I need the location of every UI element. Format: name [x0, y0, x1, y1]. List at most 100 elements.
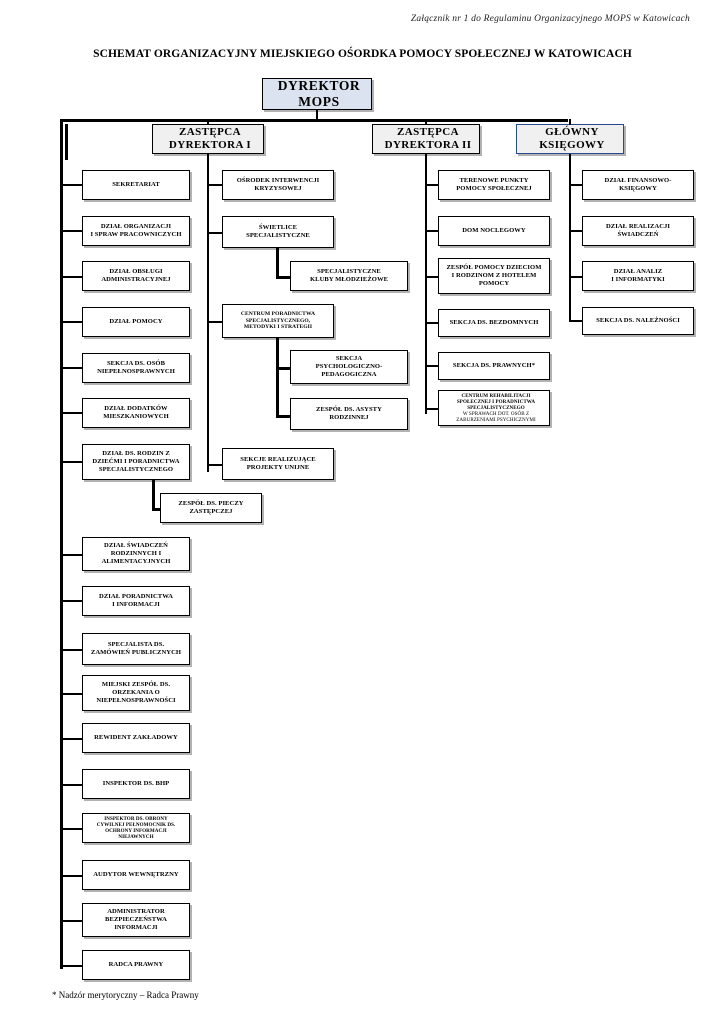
node-chief-accountant[interactable]: GŁÓWNY KSIĘGOWY [516, 124, 624, 154]
connector-col1-1 [60, 230, 82, 232]
unit-label: SEKCJA DS. BEZDOMNYCH [449, 319, 539, 327]
connector-piecza-right [152, 508, 162, 511]
connector-centrum-children-down [276, 338, 279, 418]
connector-kluby-down [276, 248, 279, 278]
unit-label: DOM NOCLEGOWY [462, 227, 526, 235]
footnote-text: * Nadzór merytoryczny – Radca Prawny [52, 990, 199, 1000]
connector-col4-1 [569, 230, 582, 232]
node-director-mops[interactable]: DYREKTOR MOPS [262, 78, 372, 110]
spine-deputy1-down [207, 154, 209, 472]
connector-main-bus [60, 119, 568, 122]
deputy1-line1: ZASTĘPCA [179, 126, 241, 139]
connector-col4-2 [569, 276, 582, 278]
connector-col3-2 [425, 276, 438, 278]
unit-radca-prawny[interactable]: RADCA PRAWNY [82, 950, 190, 980]
unit-sekcja-prawnych[interactable]: SEKCJA DS. PRAWNYCH* [438, 352, 550, 380]
connector-col1-13 [60, 828, 82, 830]
unit-dzial-finansowo-ksiegowy[interactable]: DZIAŁ FINANSOWO-KSIĘGOWY [582, 170, 694, 200]
deputy1-line2: DYREKTORA I [168, 139, 252, 151]
unit-label: INSPEKTOR DS. BHP [102, 780, 170, 788]
unit-sekcja-bezdomnych[interactable]: SEKCJA DS. BEZDOMNYCH [438, 309, 550, 337]
accountant-line2: KSIĘGOWY [539, 139, 605, 151]
connector-col1-14 [60, 875, 82, 877]
connector-col1-4 [60, 367, 82, 369]
unit-rewident-zakladowy[interactable]: REWIDENT ZAKŁADOWY [82, 723, 190, 753]
connector-col1-5 [60, 412, 82, 414]
connector-kluby-right [276, 276, 292, 279]
connector-bus-to-accountant [569, 119, 571, 125]
connector-col1-6 [60, 461, 82, 463]
director-line2: MOPS [298, 94, 340, 109]
unit-inspektor-bhp[interactable]: INSPEKTOR DS. BHP [82, 769, 190, 799]
annex-note: Załącznik nr 1 do Regulaminu Organizacyj… [410, 14, 690, 24]
connector-col1-2 [60, 276, 82, 278]
connector-col1-11 [60, 738, 82, 740]
connector-bus-to-deputy2 [425, 119, 427, 125]
connector-col1-15 [60, 920, 82, 922]
connector-col1-10 [60, 693, 82, 695]
deputy2-line1: ZASTĘPCA [397, 126, 459, 139]
connector-col3-4 [425, 365, 438, 367]
connector-col3-3 [425, 322, 438, 324]
unit-label: REWIDENT ZAKŁADOWY [94, 734, 178, 742]
unit-sekcja-naleznosci[interactable]: SEKCJA DS. NALEŻNOŚCI [582, 307, 694, 335]
connector-col1-8 [60, 600, 82, 602]
connector-director-down [316, 110, 318, 120]
connector-col1-9 [60, 649, 82, 651]
node-deputy-director-2[interactable]: ZASTĘPCA DYREKTORA II [372, 124, 480, 154]
accountant-line1: GŁÓWNY [545, 126, 599, 139]
connector-col1-16 [60, 965, 82, 967]
connector-col1-12 [60, 784, 82, 786]
connector-col3-0 [425, 184, 438, 186]
spine-accountant-down [569, 154, 571, 322]
node-deputy-director-1[interactable]: ZASTĘPCA DYREKTORA I [152, 124, 264, 154]
connector-col3-5 [425, 408, 438, 410]
unit-audytor-wewnetrzny[interactable]: AUDYTOR WEWNĘTRZNY [82, 860, 190, 890]
connector-col2-0 [207, 184, 222, 186]
unit-dzial-pomocy[interactable]: DZIAŁ POMOCY [82, 307, 190, 337]
connector-col4-0 [569, 184, 582, 186]
spine-column1-accent [65, 124, 68, 160]
unit-sekretariat[interactable]: SEKRETARIAT [82, 170, 190, 200]
connector-col1-0 [60, 184, 82, 186]
unit-dom-noclegowy[interactable]: DOM NOCLEGOWY [438, 216, 550, 246]
unit-specjalista-zamowien-publicznych[interactable]: SPECJALISTA DS.ZAMÓWIEŃ PUBLICZNYCH [82, 633, 190, 665]
